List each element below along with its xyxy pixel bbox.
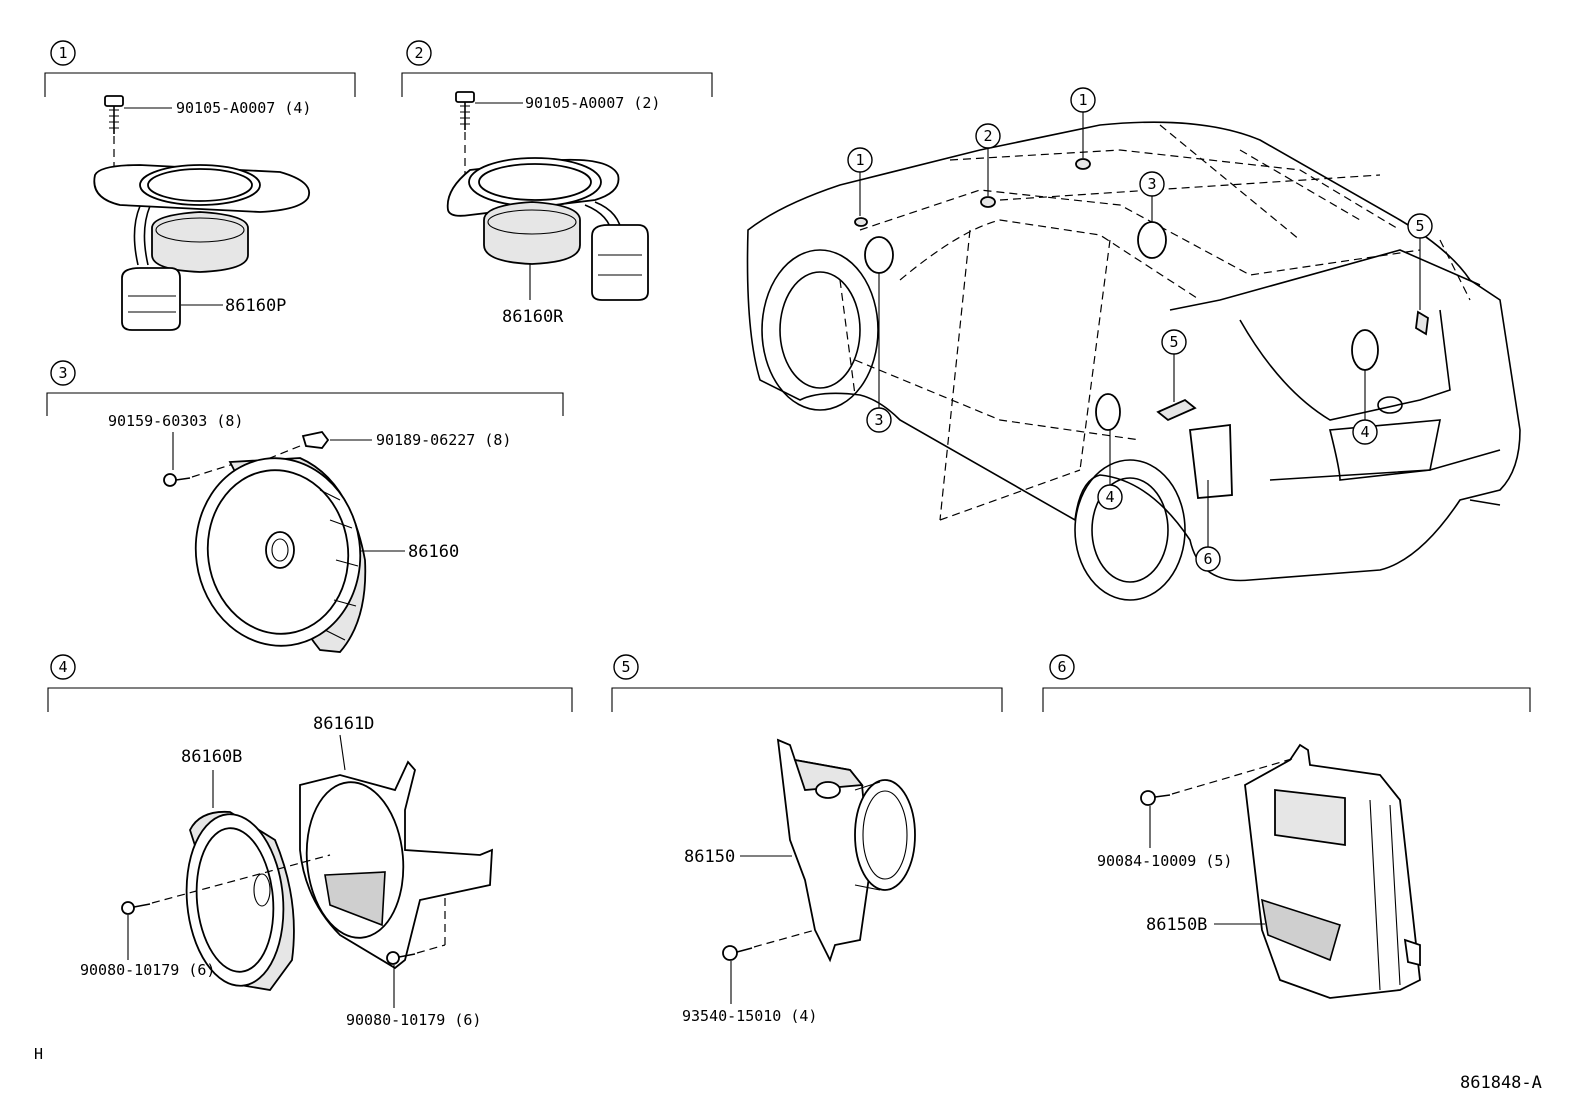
section-1-speaker-86160P [93,164,310,331]
section-2-screw-icon [455,91,475,130]
vehicle-callout-6: 6 [1195,480,1221,572]
vehicle-callout-1a: 1 [847,147,873,216]
section-3-bracket [46,392,564,416]
section-4-speaker-86160B [185,810,295,991]
section-3-number-circle [50,360,76,386]
section-6-number: 6 [1057,658,1066,676]
section-5: 5 86150 93540-15010 (4) [611,654,1003,1025]
section-3-screw-label: 90159-60303 (8) [108,412,243,430]
section-6-screw-axis [1171,757,1296,795]
vehicle-body-outline [746,121,1521,582]
vehicle-callout-3a-number: 3 [1147,175,1156,193]
vehicle-speaker-markers [854,158,1429,499]
vehicle-callout-6-number: 6 [1203,550,1212,568]
section-4-screw-a-label: 90080-10179 (6) [80,961,215,979]
section-3-clip-icon [301,431,330,449]
section-3-clip-axis [259,445,301,463]
vehicle-callout-1a-number: 1 [855,151,864,169]
vehicle-callout-4b: 4 [1097,430,1123,510]
vehicle-callout-4b-number: 4 [1105,488,1114,506]
vehicle-callout-3a: 3 [1139,171,1165,222]
vehicle-hidden-lines [839,124,1471,521]
vehicle-callout-2-number: 2 [983,127,992,145]
section-1-screw-label: 90105-A0007 (4) [176,99,311,117]
section-4-screw-a-axis [151,854,331,904]
section-4: 4 86161D 86160B 90080-10179 (6) [47,654,573,1029]
vehicle-callout-5a: 5 [1407,213,1433,310]
section-4-screw-b-icon [386,951,416,965]
section-3-part-label: 86160 [408,542,459,562]
vehicle-callout-5a-number: 5 [1415,217,1424,235]
vehicle-callout-3b: 3 [866,273,892,433]
section-4-screw-b-label: 90080-10179 (6) [346,1011,481,1029]
section-6: 6 90084-10009 (5) 86150B [1042,654,1531,999]
section-2-number-circle [406,40,432,66]
section-1-bracket [44,72,356,97]
section-4-bracket-86161D [299,760,493,970]
section-5-number: 5 [621,658,630,676]
vehicle-callout-5b-number: 5 [1169,333,1178,351]
section-6-bracket [1042,687,1531,712]
section-6-number-circle [1049,654,1075,680]
section-2-speaker-86160R [446,157,649,301]
section-1-number-circle [50,40,76,66]
section-3: 3 90159-60303 (8) 90189-06227 (8) 86160 [46,360,564,653]
vehicle-callout-4a-number: 4 [1360,423,1369,441]
vehicle-callout-1b: 1 [1070,87,1096,158]
section-4-bracket-leader [339,734,346,771]
section-6-amplifier-86150B [1244,743,1421,999]
section-2-bracket [401,72,713,97]
section-3-speaker-86160 [194,457,367,653]
section-6-part-label: 86150B [1146,915,1207,935]
section-4-screw-b-axis [416,944,446,954]
section-5-screw-label: 93540-15010 (4) [682,1007,817,1025]
section-4-number: 4 [58,658,67,676]
vehicle-callout-5b: 5 [1161,329,1187,402]
section-5-number-circle [613,654,639,680]
section-4-bracket-label: 86161D [313,714,374,734]
section-4-bracket [47,687,573,712]
section-1-number: 1 [58,44,67,62]
section-4-speaker-label: 86160B [181,747,242,767]
section-4-number-circle [50,654,76,680]
section-2-part-label: 86160R [502,307,564,327]
vehicle-callout-2: 2 [975,123,1001,196]
section-1-part-label: 86160P [225,296,286,316]
section-5-tweeter-86150 [776,738,916,963]
section-3-screw-icon [163,473,191,487]
footer-left-code: H [34,1045,43,1063]
section-2-number: 2 [414,44,423,62]
section-3-number: 3 [58,364,67,382]
section-3-clip-label: 90189-06227 (8) [376,431,511,449]
section-5-bracket [611,687,1003,712]
section-1: 1 90105-A0007 (4) 86160P [44,40,356,331]
section-2-screw-label: 90105-A0007 (2) [525,94,660,112]
section-5-screw-icon [722,945,753,961]
section-6-screw-icon [1140,790,1171,806]
section-5-screw-axis [753,929,816,948]
section-6-screw-label: 90084-10009 (5) [1097,852,1232,870]
vehicle-callout-4a: 4 [1352,370,1378,445]
section-4-screw-a-icon [121,901,151,915]
section-1-screw-icon [104,95,124,134]
vehicle-overview: 1 2 1 3 5 3 5 [746,87,1521,601]
section-2: 2 90105-A0007 (2) 86160R [401,40,713,327]
vehicle-callout-3b-number: 3 [874,411,883,429]
footer-figure-id: 861848-A [1460,1073,1542,1093]
section-5-part-label: 86150 [684,847,735,867]
vehicle-wheels [761,249,1186,601]
vehicle-callout-1b-number: 1 [1078,91,1087,109]
